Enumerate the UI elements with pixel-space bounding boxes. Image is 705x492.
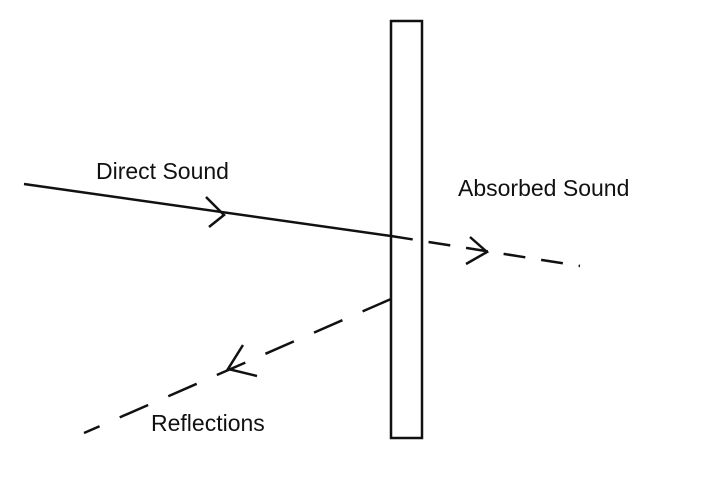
absorbed-sound-arrowhead [465, 236, 490, 266]
direct-sound-arrowhead [205, 196, 226, 228]
reflections-arrowhead [226, 344, 258, 378]
reflections-label: Reflections [151, 410, 265, 436]
reflections-ray [83, 297, 392, 435]
absorbed-sound-label: Absorbed Sound [458, 175, 629, 201]
direct-sound-ray [23, 182, 392, 238]
direct-sound-label: Direct Sound [96, 158, 229, 184]
wall-panel [389, 19, 424, 440]
